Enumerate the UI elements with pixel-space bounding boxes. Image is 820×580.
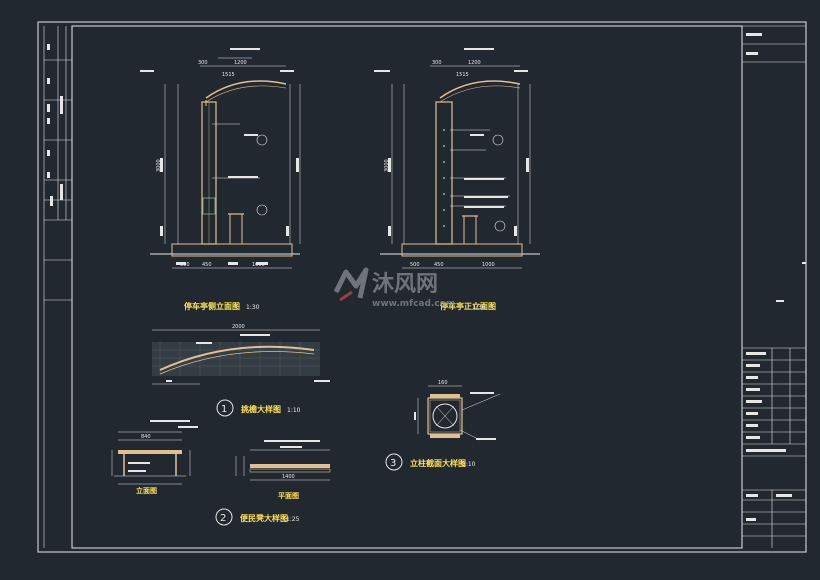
bench-elevation-length: 840 <box>141 434 151 440</box>
side-elevation-view: 3000 300 1200 1515 500 450 1000 停车亭侧立面图 … <box>140 48 301 311</box>
outer-border <box>37 21 807 553</box>
side-elevation-title: 停车亭侧立面图 <box>184 301 240 311</box>
detail-3-scale: 1:10 <box>462 461 476 468</box>
inner-border <box>71 25 743 549</box>
column-size: 160 <box>438 380 448 386</box>
bench-plan-sub-title: 平面图 <box>278 491 299 500</box>
left-binding-strip <box>43 26 72 548</box>
bench-elevation-sub-title: 立面图 <box>136 486 157 495</box>
side-elevation-dim-1200: 1200 <box>234 60 247 66</box>
detail-2-marker <box>215 508 233 526</box>
detail-1-number: 1 <box>221 404 227 415</box>
side-elevation-dim-450: 450 <box>202 262 212 268</box>
front-elevation-scale: 1:30 <box>472 304 486 311</box>
side-elevation-dim-1000: 1000 <box>252 262 265 268</box>
bench-plan-length: 1400 <box>282 474 295 480</box>
front-elevation-dim-1200: 1200 <box>468 60 481 66</box>
front-elevation-dim-1515: 1515 <box>456 72 469 78</box>
front-elevation-height: 3000 <box>384 159 390 172</box>
detail-2-number: 2 <box>220 513 226 524</box>
detail-1-marker <box>216 399 234 417</box>
watermark: 沐风网 www.mfcad.com <box>333 267 455 309</box>
front-elevation-dim-450: 450 <box>434 262 444 268</box>
front-elevation-dim-1000: 1000 <box>482 262 495 268</box>
side-elevation-dim-500: 500 <box>180 262 190 268</box>
detail-1-scale: 1:10 <box>287 407 301 414</box>
detail-2-title: 便民凳大样图 <box>240 513 288 523</box>
front-elevation-view: 3000 300 1200 1515 500 450 1000 停车亭正立面图 … <box>374 48 540 311</box>
title-block <box>742 25 806 548</box>
binding-strip-text-marks <box>47 44 63 206</box>
front-elevation-dim-500: 500 <box>410 262 420 268</box>
canopy-width: 2000 <box>232 324 245 330</box>
watermark-logo-icon <box>333 267 369 302</box>
bench-detail: 840 立面图 1400 平面图 2 便民凳大样图 1:25 <box>111 420 331 526</box>
canopy-detail: 2000 1 挑檐大样图 1:10 <box>152 324 330 417</box>
side-elevation-height: 3000 <box>156 159 162 172</box>
front-elevation-dim-300: 300 <box>432 60 442 66</box>
side-elevation-dim-300: 300 <box>198 60 208 66</box>
column-section-detail: 160 3 立柱截面大样图 1:10 <box>385 380 501 471</box>
title-block-text-marks <box>746 33 806 521</box>
detail-3-number: 3 <box>390 458 396 469</box>
side-elevation-scale: 1:30 <box>246 304 260 311</box>
side-elevation-dim-1515: 1515 <box>222 72 235 78</box>
detail-3-marker <box>385 453 403 471</box>
detail-2-scale: 1:25 <box>286 516 300 523</box>
detail-3-title: 立柱截面大样图 <box>410 458 466 468</box>
detail-1-title: 挑檐大样图 <box>241 404 281 414</box>
watermark-brand: 沐风网 <box>372 272 438 297</box>
front-elevation-title: 停车亭正立面图 <box>440 301 496 311</box>
watermark-url: www.mfcad.com <box>372 299 455 309</box>
